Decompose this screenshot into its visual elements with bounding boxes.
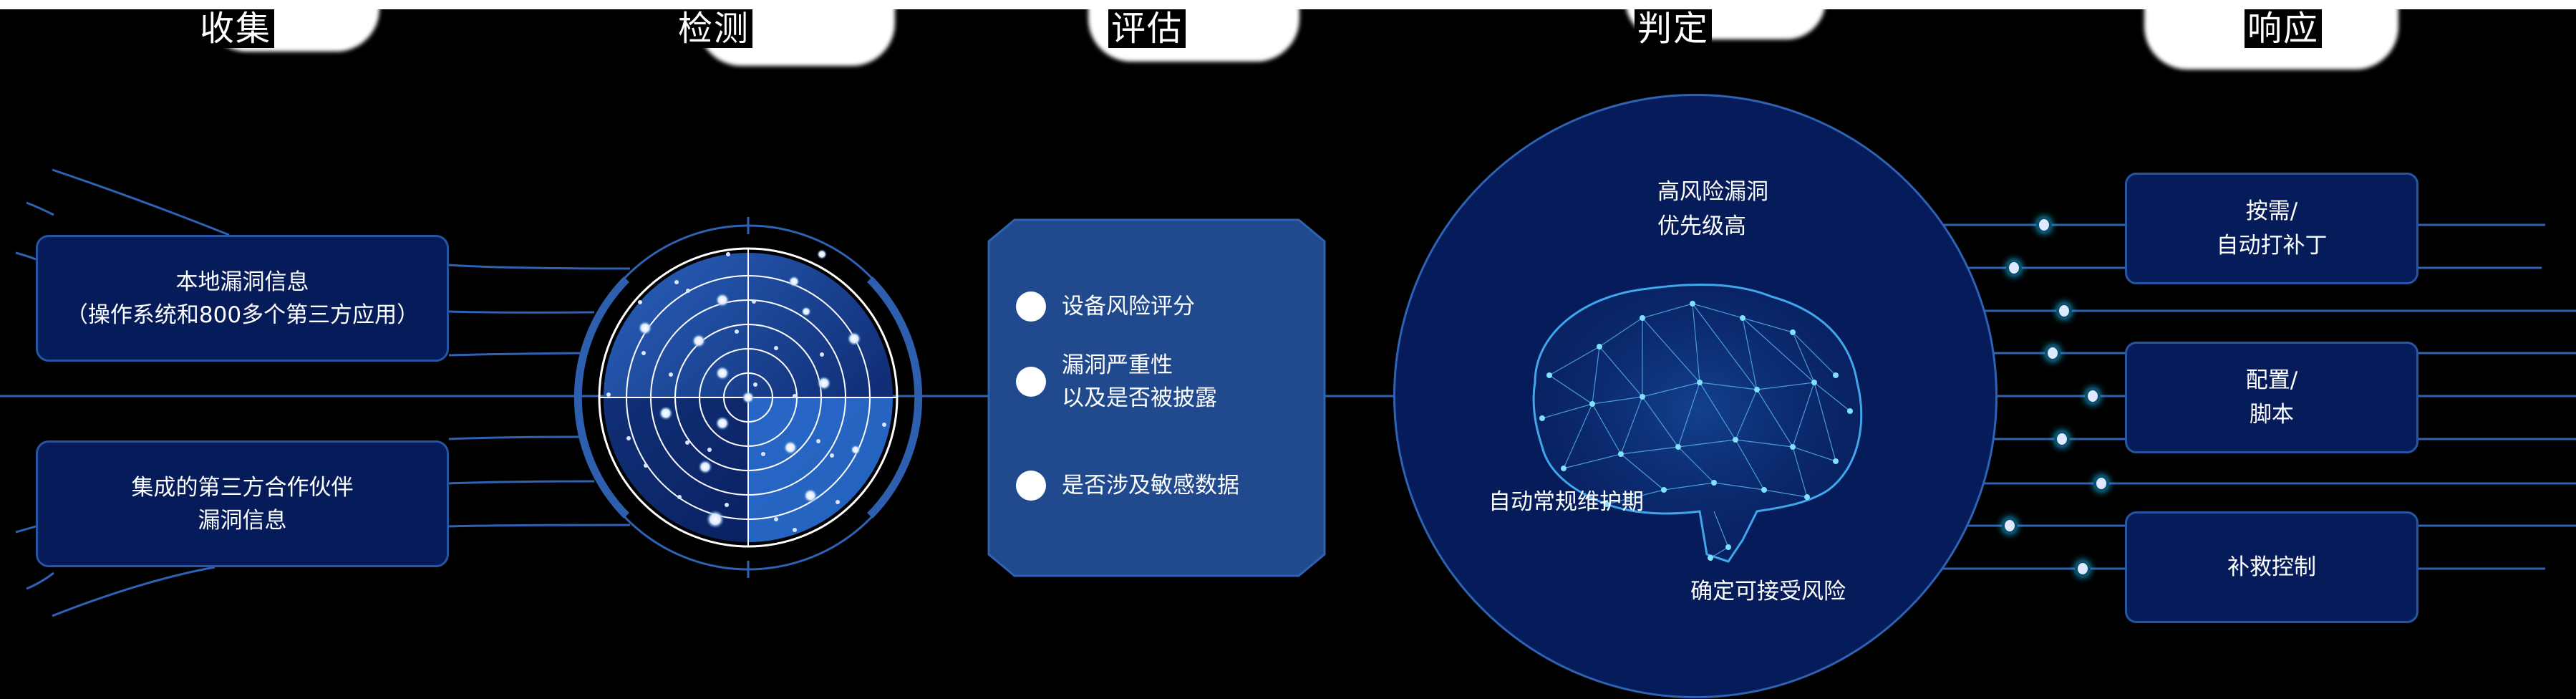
decision-label-maintenance: 自动常规维护期 — [1488, 485, 1644, 519]
assessment-label: 是否涉及敏感数据 — [1062, 473, 1239, 498]
assessment-panel: 设备风险评分 漏洞严重性 以及是否被披露 是否涉及敏感数据 — [987, 218, 1326, 577]
source-box-local-vuln: 本地漏洞信息 （操作系统和800多个第三方应用） — [36, 235, 449, 362]
bullet-icon — [1016, 367, 1046, 397]
response-box-remediation: 补救控制 — [2125, 511, 2418, 623]
line-node — [2088, 390, 2098, 402]
decision-label-line1: 确定可接受风险 — [1690, 579, 1846, 604]
response-box-config-script: 配置/ 脚本 — [2125, 342, 2418, 453]
response-label-line2: 脚本 — [2250, 402, 2294, 428]
assessment-label-line2: 以及是否被披露 — [1062, 385, 1217, 411]
decision-label-line1: 高风险漏洞 — [1657, 179, 1768, 205]
radar-icon — [573, 217, 923, 578]
assessment-item-sensitive-data: 是否涉及敏感数据 — [1016, 469, 1239, 502]
stage-heading-collect: 收集 — [197, 9, 275, 48]
line-node — [2039, 219, 2049, 231]
stage-heading-detect: 检测 — [675, 9, 753, 48]
response-box-patching: 按需/ 自动打补丁 — [2125, 173, 2418, 284]
line-node — [2009, 262, 2019, 274]
assessment-label: 设备风险评分 — [1062, 294, 1195, 319]
response-label: 按需/ — [2245, 198, 2298, 224]
decision-label-accept-risk: 确定可接受风险 — [1690, 574, 1846, 609]
line-node — [2057, 433, 2067, 445]
source-box-partner-vuln: 集成的第三方合作伙伴 漏洞信息 — [36, 440, 449, 567]
brain-network-icon — [1532, 283, 1863, 563]
decision-circle: 高风险漏洞 优先级高 自动常规维护期 确定可接受风险 — [1393, 94, 1998, 698]
line-node — [2059, 305, 2069, 317]
bullet-icon — [1016, 291, 1046, 322]
assessment-item-severity: 漏洞严重性 以及是否被披露 — [1016, 349, 1217, 415]
source-title: 集成的第三方合作伙伴 — [131, 474, 354, 501]
stage-heading-decide: 判定 — [1635, 9, 1713, 48]
stage-heading-respond: 响应 — [2245, 9, 2323, 48]
response-label: 补救控制 — [2227, 554, 2316, 580]
response-label-line2: 自动打补丁 — [2216, 233, 2328, 259]
decision-label-high-risk: 高风险漏洞 优先级高 — [1657, 175, 1768, 244]
bullet-icon — [1016, 471, 1046, 501]
panel-shape — [987, 218, 1326, 577]
source-title: 本地漏洞信息 — [175, 269, 309, 295]
source-subtitle: 漏洞信息 — [198, 507, 287, 534]
line-node — [2005, 520, 2015, 531]
source-subtitle: （操作系统和800多个第三方应用） — [65, 302, 420, 328]
line-node — [2078, 563, 2088, 574]
response-label: 配置/ — [2245, 367, 2298, 393]
assessment-label: 漏洞严重性 — [1062, 352, 1173, 378]
line-node — [2048, 347, 2058, 359]
stage-heading-assess: 评估 — [1108, 9, 1186, 48]
decision-label-line2: 优先级高 — [1657, 213, 1746, 239]
assessment-item-device-risk: 设备风险评分 — [1016, 290, 1195, 323]
decision-label-line1: 自动常规维护期 — [1488, 489, 1644, 515]
line-node — [2096, 478, 2106, 489]
